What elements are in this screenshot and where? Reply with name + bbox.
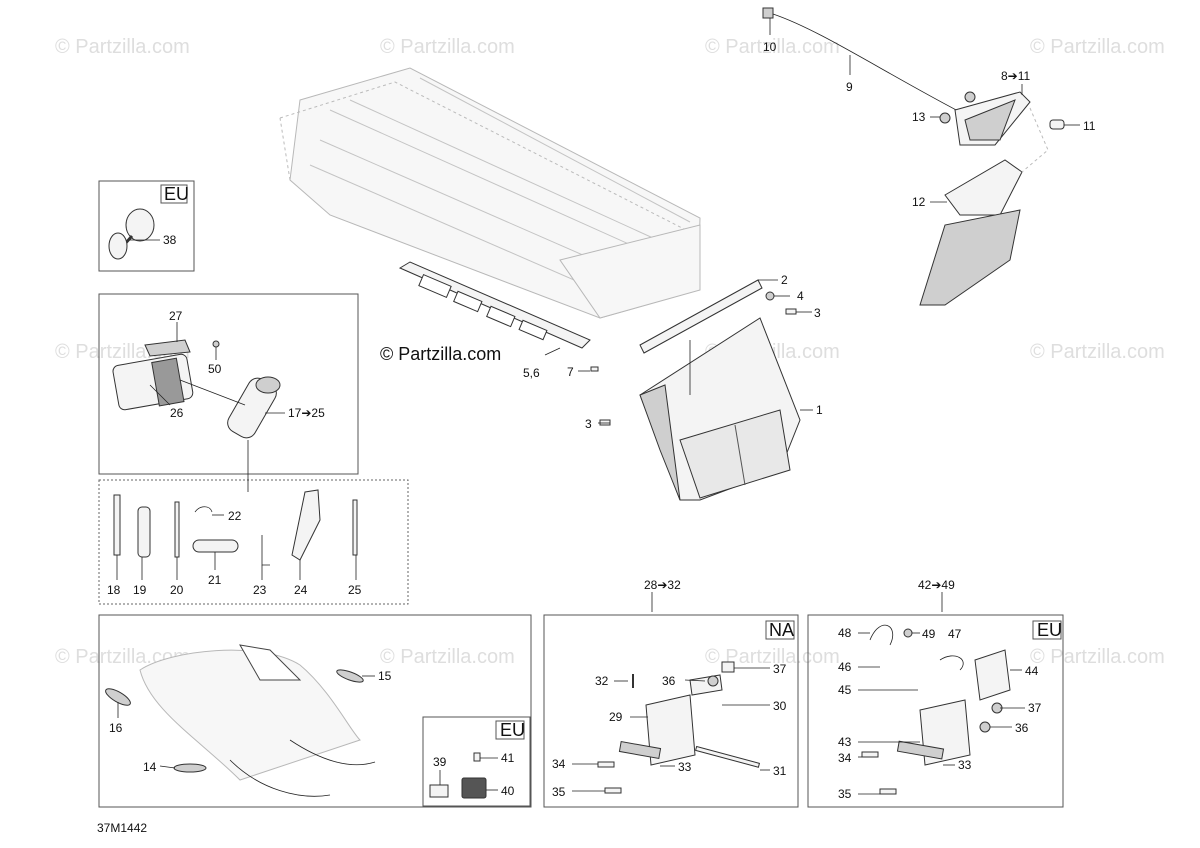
watermark-text: © Partzilla.com <box>705 646 840 668</box>
group-label-eu: 42➔49 <box>918 578 955 592</box>
callout-36: 36 <box>1015 721 1029 735</box>
region-label-eu: EU <box>500 720 525 740</box>
eu-mirror-box: EU <box>98 180 195 272</box>
callout-3: 3 <box>585 417 592 431</box>
callout-26: 26 <box>170 406 184 420</box>
callout-23: 23 <box>253 583 267 597</box>
callout-19: 19 <box>133 583 147 597</box>
tunnel-strip-part <box>398 261 591 349</box>
callout-37: 37 <box>773 662 787 676</box>
tools-box <box>98 479 409 605</box>
tail-light-assembly <box>762 7 1065 306</box>
callout-25: 25 <box>348 583 362 597</box>
watermark-text: © Partzilla.com <box>705 36 840 58</box>
callout-3: 3 <box>814 306 821 320</box>
tunnel-outline <box>279 67 701 319</box>
callout-33: 33 <box>678 760 692 774</box>
callout-27: 27 <box>169 309 183 323</box>
callout-32: 32 <box>595 674 609 688</box>
tool-kit-box <box>98 293 359 475</box>
callout-30: 30 <box>773 699 787 713</box>
callout-37: 37 <box>1028 701 1042 715</box>
callout-24: 24 <box>294 583 308 597</box>
callout-20: 20 <box>170 583 184 597</box>
callout-44: 44 <box>1025 664 1039 678</box>
callout-47: 47 <box>948 627 962 641</box>
callout-35: 35 <box>552 785 566 799</box>
callout-34: 34 <box>838 751 852 765</box>
watermark-text: © Partzilla.com <box>380 36 515 58</box>
callout-33: 33 <box>958 758 972 772</box>
callout-5-6: 5,6 <box>523 366 540 380</box>
watermark-text: © Partzilla.com <box>1030 341 1165 363</box>
callout-39: 39 <box>433 755 447 769</box>
flap-hinge-strip <box>639 279 763 354</box>
callout-49: 49 <box>922 627 936 641</box>
eu-plate-box: EU <box>807 614 1064 808</box>
callout-45: 45 <box>838 683 852 697</box>
callout-4: 4 <box>797 289 804 303</box>
watermark-text: © Partzilla.com <box>55 36 190 58</box>
center-watermark: © Partzilla.com <box>380 344 501 364</box>
connector-10 <box>762 7 774 19</box>
callout-41: 41 <box>501 751 515 765</box>
callout-10: 10 <box>763 40 777 54</box>
callout-16: 16 <box>109 721 123 735</box>
group-label-na: 28➔32 <box>644 578 681 592</box>
watermarks: © Partzilla.com © Partzilla.com © Partzi… <box>55 36 1165 668</box>
region-label-na: NA <box>769 620 794 640</box>
callout-14: 14 <box>143 760 157 774</box>
callout-50: 50 <box>208 362 222 376</box>
snow-flap-part <box>639 317 801 501</box>
na-plate-box: NA <box>543 614 799 808</box>
watermark-text: © Partzilla.com <box>380 646 515 668</box>
callout-21: 21 <box>208 573 222 587</box>
callout-8-11: 8➔11 <box>1001 69 1031 83</box>
callout-1: 1 <box>816 403 823 417</box>
callout-7: 7 <box>567 365 574 379</box>
callout-labels: 1 2 3 3 4 5,6 7 8➔11 9 10 11 12 13 14 15… <box>107 40 1096 801</box>
callout-18: 18 <box>107 583 121 597</box>
callout-35: 35 <box>838 787 852 801</box>
callout-2: 2 <box>781 273 788 287</box>
callout-36: 36 <box>662 674 676 688</box>
callout-11: 11 <box>1083 119 1096 133</box>
callout-29: 29 <box>609 710 623 724</box>
callout-9: 9 <box>846 80 853 94</box>
callout-34: 34 <box>552 757 566 771</box>
region-label-eu: EU <box>1037 620 1062 640</box>
leader-lines <box>116 18 1080 795</box>
callout-46: 46 <box>838 660 852 674</box>
callout-38: 38 <box>163 233 177 247</box>
callout-31: 31 <box>773 764 787 778</box>
diagram-code: 37M1442 <box>97 821 147 835</box>
callout-22: 22 <box>228 509 242 523</box>
callout-15: 15 <box>378 669 392 683</box>
callout-48: 48 <box>838 626 852 640</box>
region-label-eu: EU <box>164 184 189 204</box>
snowmobile-reflectors-box: EU <box>98 614 532 808</box>
callout-17-25: 17➔25 <box>288 406 325 420</box>
callout-12: 12 <box>912 195 926 209</box>
callout-13: 13 <box>912 110 926 124</box>
callout-40: 40 <box>501 784 515 798</box>
callout-43: 43 <box>838 735 852 749</box>
watermark-text: © Partzilla.com <box>1030 36 1165 58</box>
watermark-text: © Partzilla.com <box>1030 646 1165 668</box>
